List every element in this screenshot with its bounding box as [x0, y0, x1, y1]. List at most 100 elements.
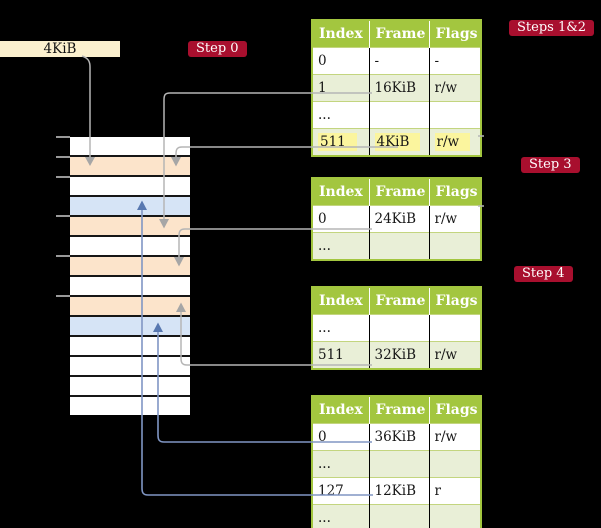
page-size-label: 4KiB [43, 41, 77, 57]
table-cell: r/w [428, 128, 481, 156]
column-header-flags: Flags [428, 20, 481, 48]
column-header-frame: Frame [368, 396, 429, 424]
column-header-frame: Frame [368, 178, 429, 206]
column-header-index: Index [312, 20, 369, 48]
column-header-index: Index [312, 178, 369, 206]
table-cell: r/w [428, 341, 481, 369]
table-cell [428, 504, 481, 528]
table-row: ... [312, 101, 481, 129]
memory-row-14 [70, 396, 190, 416]
address-tick [56, 136, 70, 138]
table-cell [428, 314, 481, 342]
table-cell: 12KiB [368, 477, 429, 505]
table-cell: 0 [312, 423, 369, 451]
highlighted-value: r/w [434, 133, 471, 151]
column-header-index: Index [312, 287, 369, 315]
table-cell: ... [312, 314, 369, 342]
memory-row-9 [70, 296, 190, 316]
memory-row-5 [70, 216, 190, 236]
table-cell: 32KiB [368, 341, 429, 369]
memory-row-12 [70, 356, 190, 376]
table-cell [368, 504, 429, 528]
table-cell: r/w [428, 423, 481, 451]
table-row: 0-- [312, 47, 481, 75]
badge-step-0-label: Step 0 [196, 41, 239, 56]
badge-steps-1-2-label: Steps 1&2 [517, 20, 587, 35]
table-row: ... [312, 314, 481, 342]
badge-step-3-label: Step 3 [529, 157, 572, 172]
table-cell: r [428, 477, 481, 505]
table-cell [368, 101, 429, 129]
table-cell: r/w [428, 74, 481, 102]
memory-row-11 [70, 336, 190, 356]
memory-row-10 [70, 316, 190, 336]
table-cell [368, 314, 429, 342]
table-cell: ... [312, 450, 369, 478]
table-cell: 511 [312, 341, 369, 369]
highlighted-value: 4KiB [374, 133, 421, 151]
table-row: ... [312, 232, 481, 260]
table-cell [428, 450, 481, 478]
address-tick [56, 294, 70, 297]
page-size-box: 4KiB [0, 41, 120, 57]
address-tick [56, 255, 70, 258]
table-cell: 1 [312, 74, 369, 102]
memory-row-6 [70, 236, 190, 256]
table-cell: 16KiB [368, 74, 429, 102]
memory-row-1 [70, 137, 190, 156]
memory-row-3 [70, 176, 190, 196]
badge-steps-1-2: Steps 1&2 [509, 20, 595, 36]
table-cell: 127 [312, 477, 369, 505]
table-cell [368, 232, 429, 260]
column-header-frame: Frame [368, 20, 429, 48]
table-cell: 0 [312, 205, 369, 233]
address-tick [56, 175, 70, 178]
column-header-flags: Flags [428, 396, 481, 424]
column-header-flags: Flags [428, 178, 481, 206]
badge-step-4-label: Step 4 [522, 266, 565, 281]
table-cell: - [428, 47, 481, 75]
table-cell [428, 232, 481, 260]
table-cell [368, 450, 429, 478]
table-cell: - [368, 47, 429, 75]
table-cell: 511 [312, 128, 369, 156]
table-cell: r/w [428, 205, 481, 233]
highlighted-value: 511 [318, 133, 357, 151]
badge-step-4: Step 4 [514, 266, 573, 282]
badge-step-3: Step 3 [521, 157, 580, 173]
memory-row-13 [70, 376, 190, 396]
memory-strip [70, 137, 190, 416]
table-cell: 0 [312, 47, 369, 75]
table-row: ... [312, 450, 481, 478]
table-cell: ... [312, 101, 369, 129]
table-cell: 4KiB [368, 128, 429, 156]
table-cell: ... [312, 504, 369, 528]
table-cell: ... [312, 232, 369, 260]
column-header-frame: Frame [368, 287, 429, 315]
table-cell [428, 101, 481, 129]
memory-row-8 [70, 276, 190, 296]
column-header-flags: Flags [428, 287, 481, 315]
table-row: 511 4KiB r/w [312, 128, 481, 156]
memory-row-4 [70, 196, 190, 216]
table-cell: 24KiB [368, 205, 429, 233]
memory-row-2 [70, 156, 190, 176]
address-tick [56, 215, 70, 218]
address-tick [56, 155, 70, 158]
table-cell: 36KiB [368, 423, 429, 451]
memory-row-7 [70, 256, 190, 276]
table-row: ... [312, 504, 481, 528]
